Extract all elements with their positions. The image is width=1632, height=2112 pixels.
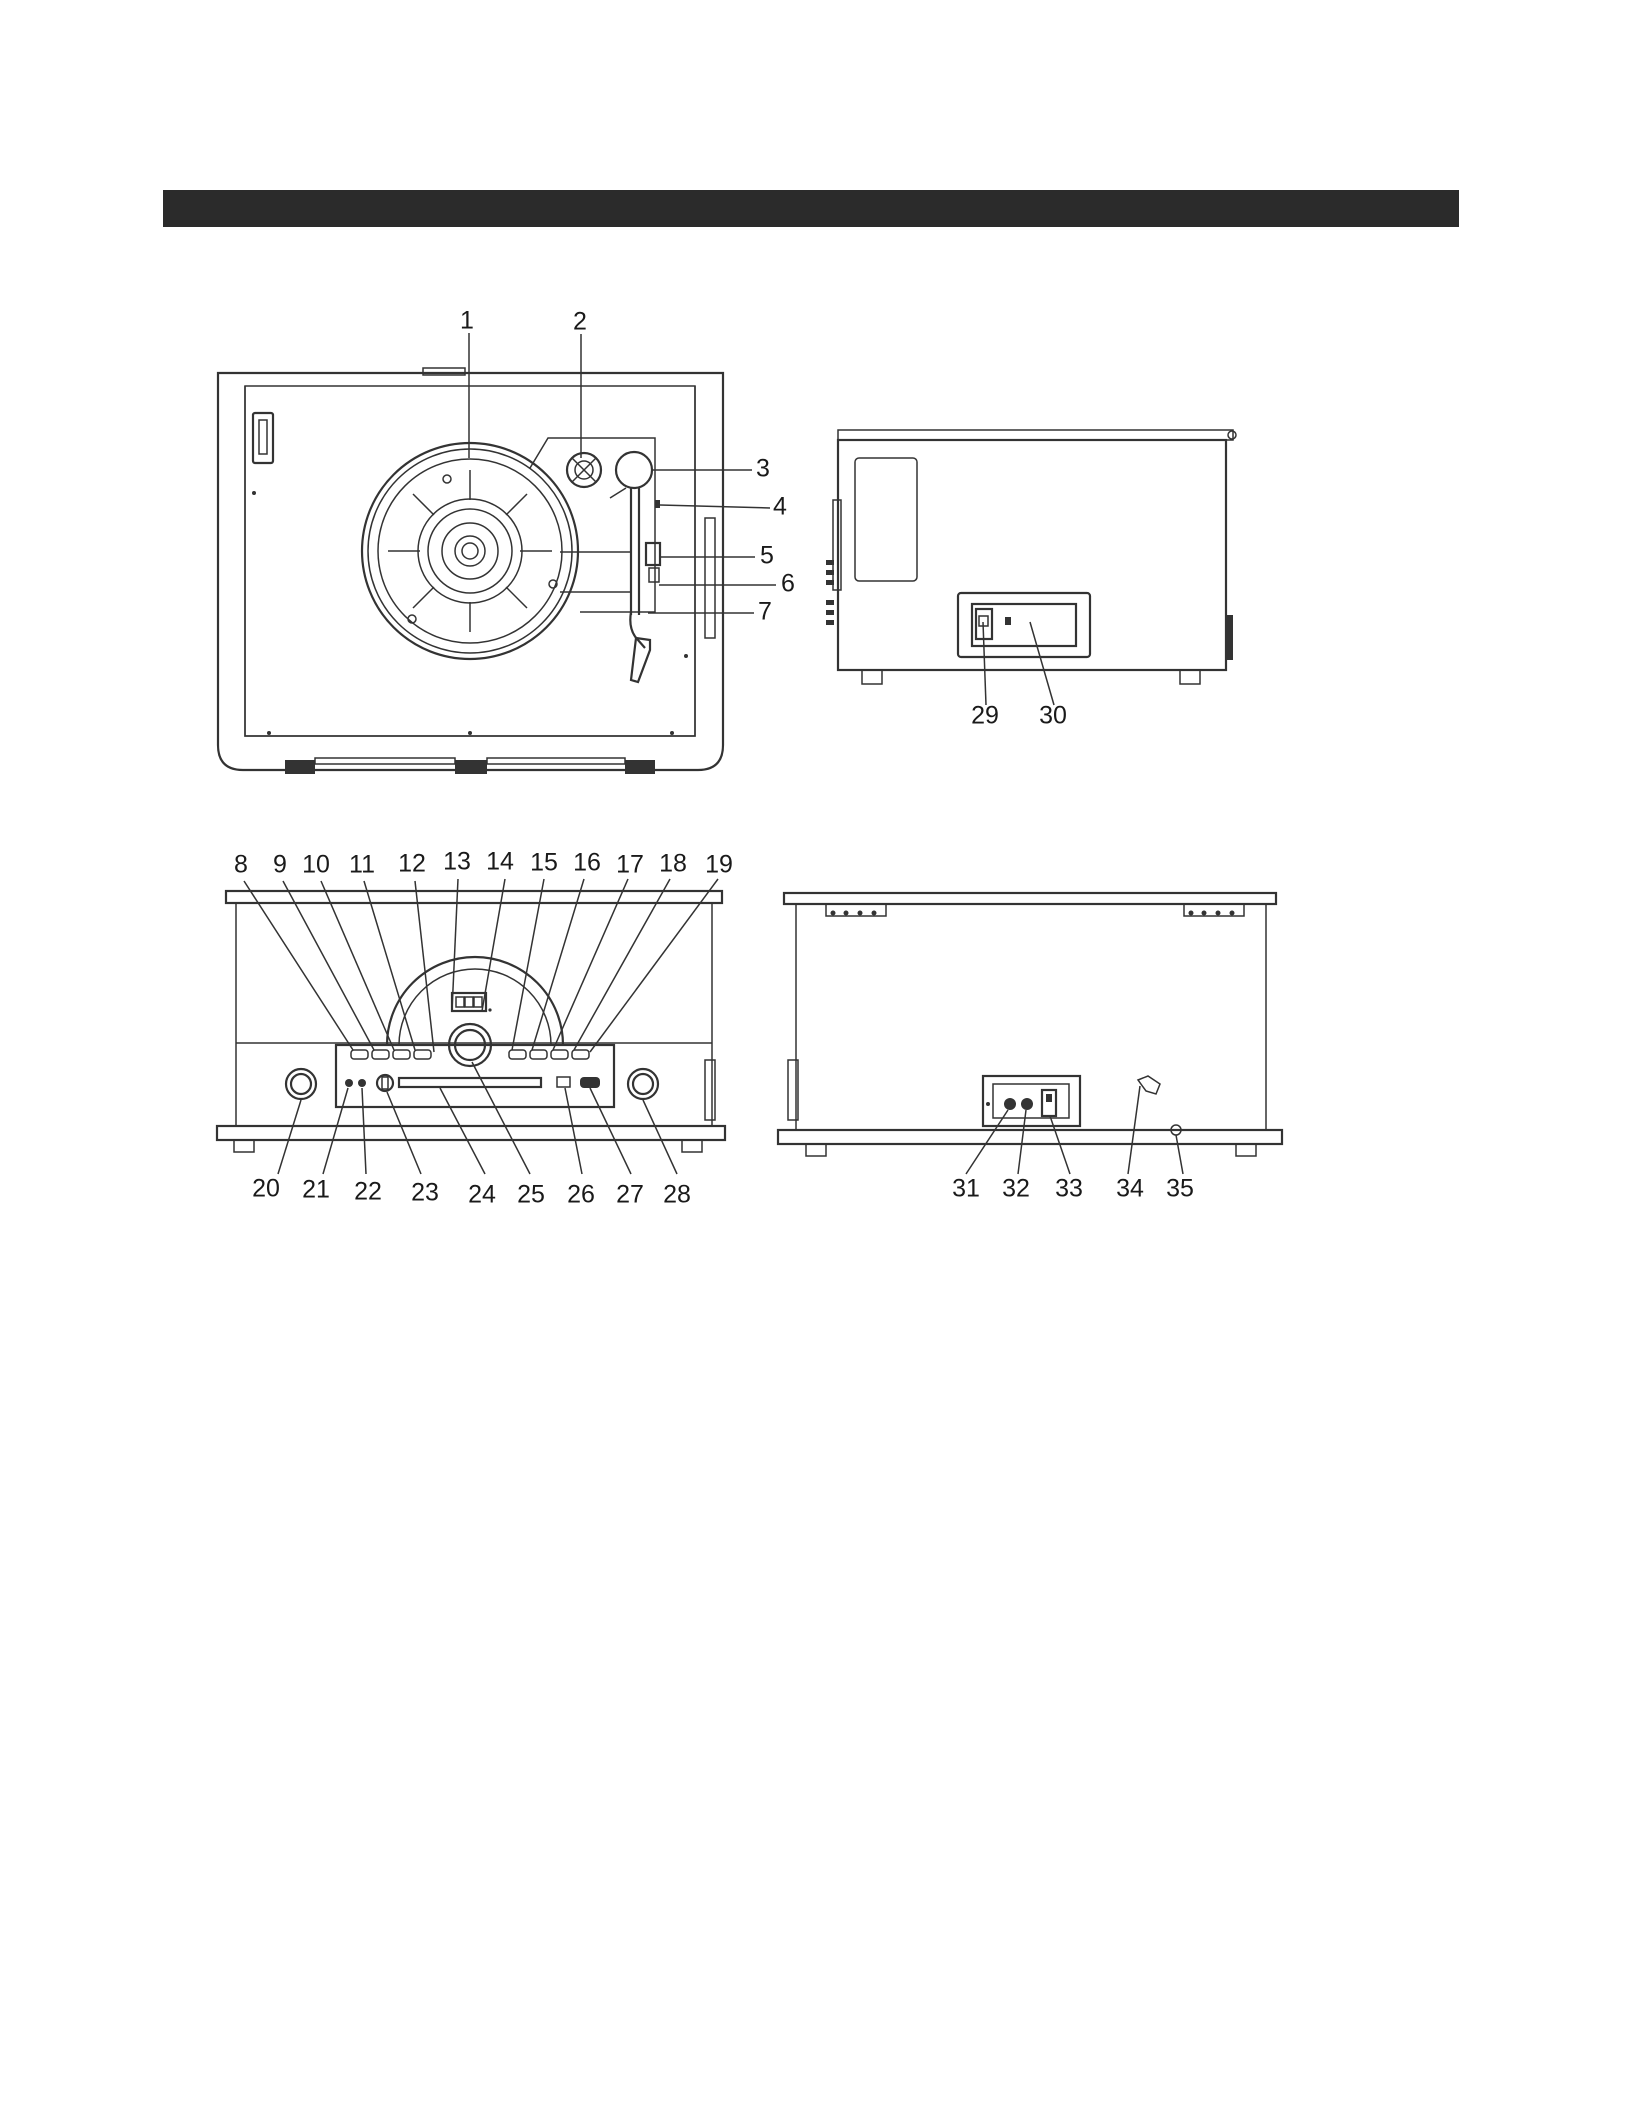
callout-5: 5 bbox=[760, 542, 774, 570]
callout-22: 22 bbox=[354, 1178, 382, 1206]
callout-23: 23 bbox=[411, 1179, 439, 1207]
callout-15: 15 bbox=[530, 849, 558, 877]
callout-10: 10 bbox=[302, 851, 330, 879]
callout-13: 13 bbox=[443, 848, 471, 876]
callout-17: 17 bbox=[616, 851, 644, 879]
callout-16: 16 bbox=[573, 849, 601, 877]
callout-4: 4 bbox=[773, 493, 787, 521]
callout-30: 30 bbox=[1039, 702, 1067, 730]
leader-lines bbox=[244, 333, 1183, 1174]
top-view bbox=[218, 368, 723, 774]
callout-32: 32 bbox=[1002, 1175, 1030, 1203]
callout-35: 35 bbox=[1166, 1175, 1194, 1203]
callout-3: 3 bbox=[756, 455, 770, 483]
callout-18: 18 bbox=[659, 850, 687, 878]
callout-7: 7 bbox=[758, 598, 772, 626]
callout-26: 26 bbox=[567, 1181, 595, 1209]
callout-1: 1 bbox=[460, 307, 474, 335]
callout-28: 28 bbox=[663, 1181, 691, 1209]
callout-12: 12 bbox=[398, 850, 426, 878]
callout-34: 34 bbox=[1116, 1175, 1144, 1203]
side-view bbox=[826, 430, 1236, 684]
callout-19: 19 bbox=[705, 851, 733, 879]
callout-20: 20 bbox=[252, 1175, 280, 1203]
callout-9: 9 bbox=[273, 851, 287, 879]
callout-27: 27 bbox=[616, 1181, 644, 1209]
callout-6: 6 bbox=[781, 570, 795, 598]
callout-24: 24 bbox=[468, 1181, 496, 1209]
callout-33: 33 bbox=[1055, 1175, 1083, 1203]
callout-14: 14 bbox=[486, 848, 514, 876]
callout-21: 21 bbox=[302, 1176, 330, 1204]
back-view bbox=[778, 893, 1282, 1156]
callout-29: 29 bbox=[971, 702, 999, 730]
callout-25: 25 bbox=[517, 1181, 545, 1209]
callout-31: 31 bbox=[952, 1175, 980, 1203]
callout-2: 2 bbox=[573, 308, 587, 336]
callout-8: 8 bbox=[234, 851, 248, 879]
callout-11: 11 bbox=[349, 851, 375, 879]
